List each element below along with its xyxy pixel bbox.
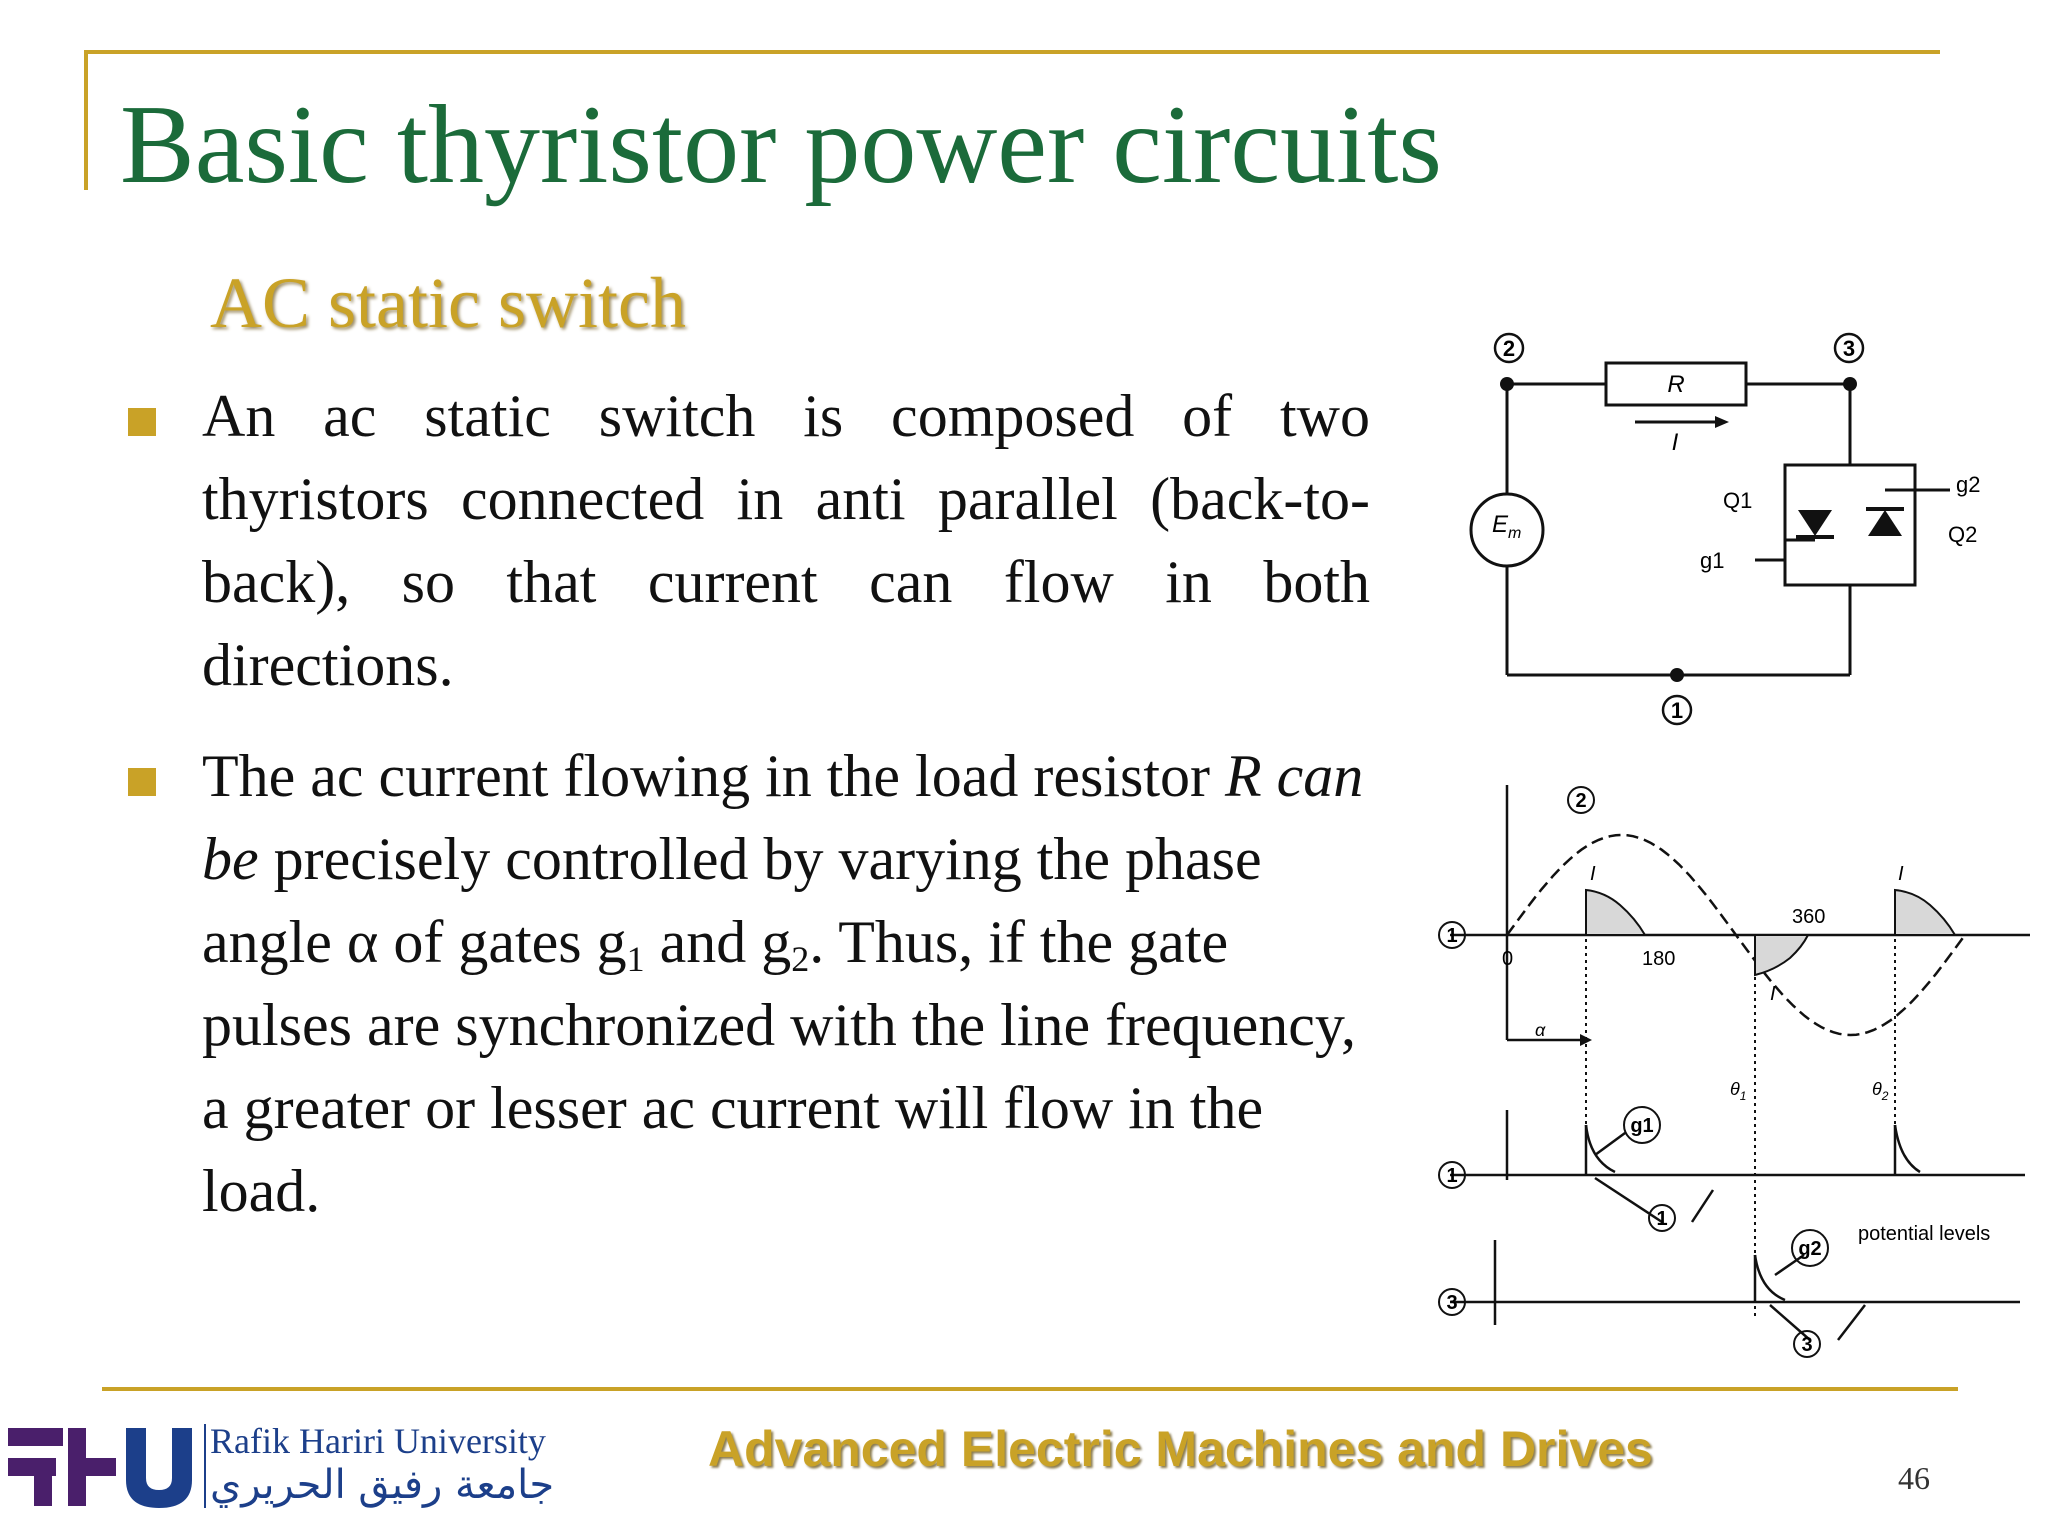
left-rule	[84, 50, 88, 190]
tick-180-label: 180	[1642, 948, 1675, 970]
university-name-ar: جامعة رفيق الحريري	[210, 1462, 555, 1508]
wave-node-2-label: 2	[1575, 790, 1586, 812]
potential-levels-label: potential levels	[1858, 1223, 1990, 1245]
bullet-text: The ac current flowing in the load resis…	[202, 743, 1364, 1224]
arrow-node-3-label: 3	[1801, 1334, 1812, 1356]
bottom-rule	[102, 1387, 1958, 1391]
g2-label: g2	[1956, 472, 1980, 497]
slide-subtitle: AC static switch	[210, 263, 686, 343]
course-title: Advanced Electric Machines and Drives	[708, 1421, 1653, 1477]
top-rule	[84, 50, 1940, 54]
university-name-en: Rafik Hariri University	[210, 1421, 546, 1461]
bullet-item: The ac current flowing in the load resis…	[120, 735, 1370, 1233]
theta1-label: θ1	[1730, 1079, 1746, 1103]
wave-node-1-label: 1	[1446, 925, 1457, 947]
bullet-text: An ac static switch is composed of two t…	[202, 383, 1370, 698]
lobe-1-current-label: I	[1590, 863, 1596, 885]
current-label: I	[1672, 429, 1679, 456]
tick-360-label: 360	[1792, 906, 1825, 928]
g1-pulse-label: g1	[1630, 1115, 1653, 1137]
circuit-node-1-label: 1	[1671, 698, 1683, 723]
theta2-label: θ2	[1872, 1079, 1889, 1103]
alpha-label: α	[1535, 1020, 1546, 1040]
circuit-node-3-label: 3	[1843, 336, 1855, 361]
g1-label: g1	[1700, 548, 1724, 573]
square-bullet-icon	[128, 768, 156, 796]
tick-0-label: 0	[1502, 948, 1513, 970]
resistor-label: R	[1667, 371, 1684, 398]
rhu-logo	[8, 1424, 206, 1508]
square-bullet-icon	[128, 408, 156, 436]
slide-title: Basic thyristor power circuits	[120, 83, 1442, 207]
source-label: Em	[1492, 511, 1521, 542]
bullet-item: An ac static switch is composed of two t…	[120, 375, 1370, 707]
circuit-node-2-label: 2	[1503, 336, 1515, 361]
lobe-3-current-label: I	[1898, 863, 1904, 885]
q2-label: Q2	[1948, 522, 1977, 547]
thyristor-circuit-figure: 2 3 1 R I Em Q1 g1 g2 Q2	[1438, 332, 2030, 1358]
trace2-node-1-label: 1	[1446, 1165, 1457, 1187]
bullet-list: An ac static switch is composed of two t…	[120, 375, 1370, 1233]
g2-pulse-label: g2	[1798, 1238, 1821, 1260]
q1-label: Q1	[1723, 488, 1752, 513]
page-number: 46	[1898, 1460, 1930, 1496]
lobe-2-current-label: I	[1770, 983, 1776, 1005]
arrow-node-1-label: 1	[1656, 1208, 1667, 1230]
trace3-node-3-label: 3	[1446, 1292, 1457, 1314]
